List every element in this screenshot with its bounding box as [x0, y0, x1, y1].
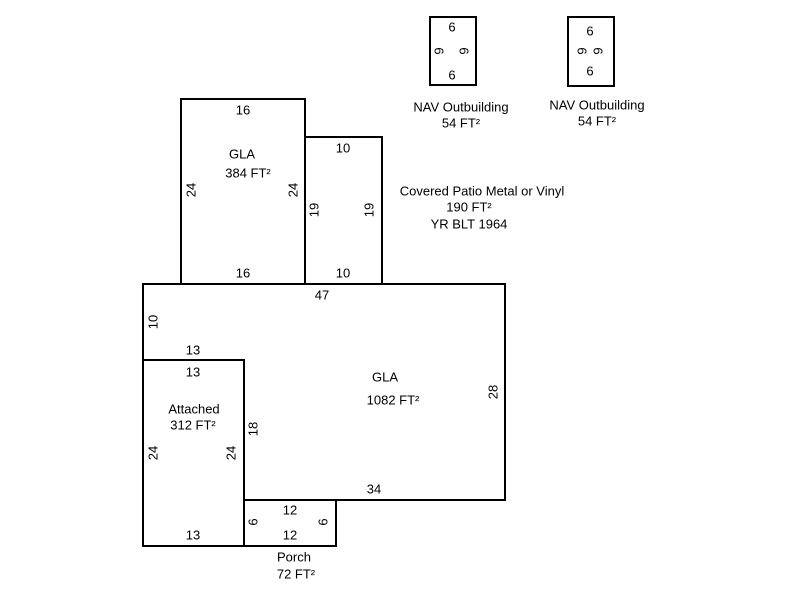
gla-main-bottom-dim: 34 [366, 481, 382, 497]
gla-main-inner-dim: 18 [245, 421, 261, 437]
gla-main-step-dim: 13 [185, 342, 201, 358]
gla-upper-left-dim: 24 [183, 182, 199, 198]
porch-left-dim: 6 [245, 518, 261, 526]
patio-top-dim: 10 [335, 140, 351, 156]
gla-main-outline [142, 283, 506, 501]
outbuilding2-label: NAV Outbuilding [549, 97, 645, 113]
gla-main-label: GLA [371, 369, 399, 385]
outbuilding1-right-dim: 9 [456, 47, 472, 55]
outbuilding1-label: NAV Outbuilding [413, 99, 509, 115]
attached-label: Attached [168, 401, 220, 417]
patio-bottom-dim: 10 [335, 265, 351, 281]
patio-left-dim: 19 [306, 202, 322, 218]
outbuilding1-top-dim: 6 [448, 19, 456, 35]
patio-label: Covered Patio Metal or Vinyl [399, 183, 565, 199]
gla-upper-bottom-dim: 16 [235, 265, 251, 281]
gla-upper-area: 384 FT² [225, 165, 271, 181]
gla-upper-top-dim: 16 [235, 102, 251, 118]
patio-right-dim: 19 [361, 202, 377, 218]
outbuilding2-area: 54 FT² [577, 113, 617, 129]
attached-area: 312 FT² [170, 417, 216, 433]
outbuilding1-outline [429, 16, 477, 86]
patio-area: 190 FT² [446, 199, 492, 215]
outbuilding2-outline [567, 16, 615, 87]
gla-main-top-dim: 47 [314, 287, 330, 303]
attached-bottom-dim: 13 [185, 527, 201, 543]
porch-top-dim: 12 [282, 502, 298, 518]
porch-right-dim: 6 [315, 518, 331, 526]
gla-upper-right-dim: 24 [285, 182, 301, 198]
outbuilding1-bottom-dim: 6 [448, 67, 456, 83]
outbuilding2-right-dim: 9 [590, 47, 606, 55]
porch-outline [243, 499, 337, 547]
porch-area: 72 FT² [276, 566, 316, 582]
outbuilding1-left-dim: 9 [431, 47, 447, 55]
outbuilding2-left-dim: 9 [574, 47, 590, 55]
porch-bottom-dim: 12 [282, 527, 298, 543]
gla-main-right-dim: 28 [485, 384, 501, 400]
porch-label: Porch [277, 549, 311, 565]
attached-top-dim: 13 [185, 364, 201, 380]
gla-main-area: 1082 FT² [366, 392, 420, 408]
attached-outline [142, 359, 245, 547]
attached-left-dim: 24 [145, 445, 161, 461]
outbuilding2-bottom-dim: 6 [586, 63, 594, 79]
outbuilding2-top-dim: 6 [586, 23, 594, 39]
gla-main-left-dim: 10 [145, 314, 161, 330]
attached-right-dim: 24 [223, 445, 239, 461]
outbuilding1-area: 54 FT² [441, 115, 481, 131]
gla-upper-label: GLA [228, 146, 256, 162]
patio-year-built: YR BLT 1964 [430, 216, 508, 232]
